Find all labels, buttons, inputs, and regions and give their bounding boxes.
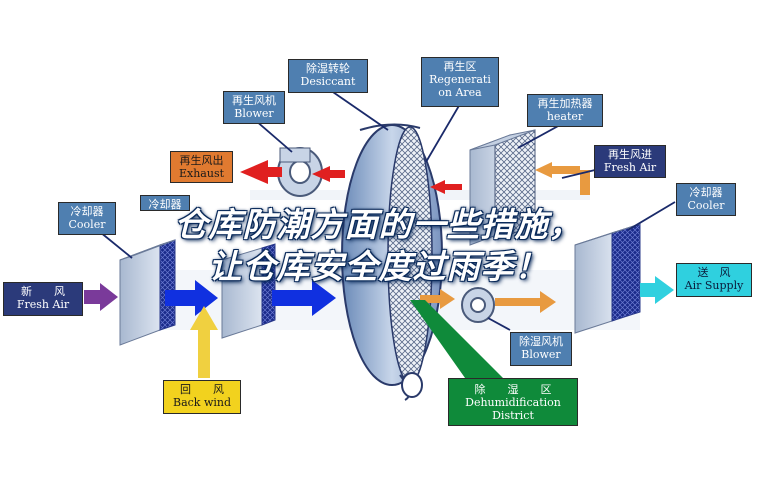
- regen-blower-unit: [277, 147, 323, 197]
- cooler-middle-unit: [221, 243, 276, 339]
- dehum-district-pointer: [410, 300, 510, 385]
- cooler-left-unit: [119, 239, 176, 346]
- regen-arrow-2: [430, 180, 462, 194]
- exhaust-arrow: [240, 160, 282, 184]
- regen-arrow-1: [312, 166, 345, 182]
- fresh-air-arrow: [84, 283, 118, 311]
- dehum-blower-unit: [461, 287, 495, 323]
- dehum-arrow-1: [420, 289, 455, 309]
- desiccant-wheel: [341, 123, 443, 401]
- supply-arrow: [640, 276, 674, 304]
- leader-lines: [99, 89, 676, 331]
- flow-arrows: [84, 160, 674, 378]
- regen-heater-unit: [469, 129, 536, 246]
- dehum-arrow-2: [495, 291, 556, 313]
- process-arrow-2: [272, 280, 336, 316]
- regen-in-arrow: [535, 162, 580, 178]
- overlay-title-line1: 仓库防潮方面的一些措施，: [174, 205, 583, 244]
- cooler-left2-label: 冷却器: [140, 195, 190, 211]
- overlay-title-line2: 让仓库安全度过雨季！: [208, 247, 549, 286]
- back-wind-arrow: [190, 306, 218, 378]
- cooler-right-unit: [574, 223, 641, 334]
- process-arrow-1: [165, 280, 218, 316]
